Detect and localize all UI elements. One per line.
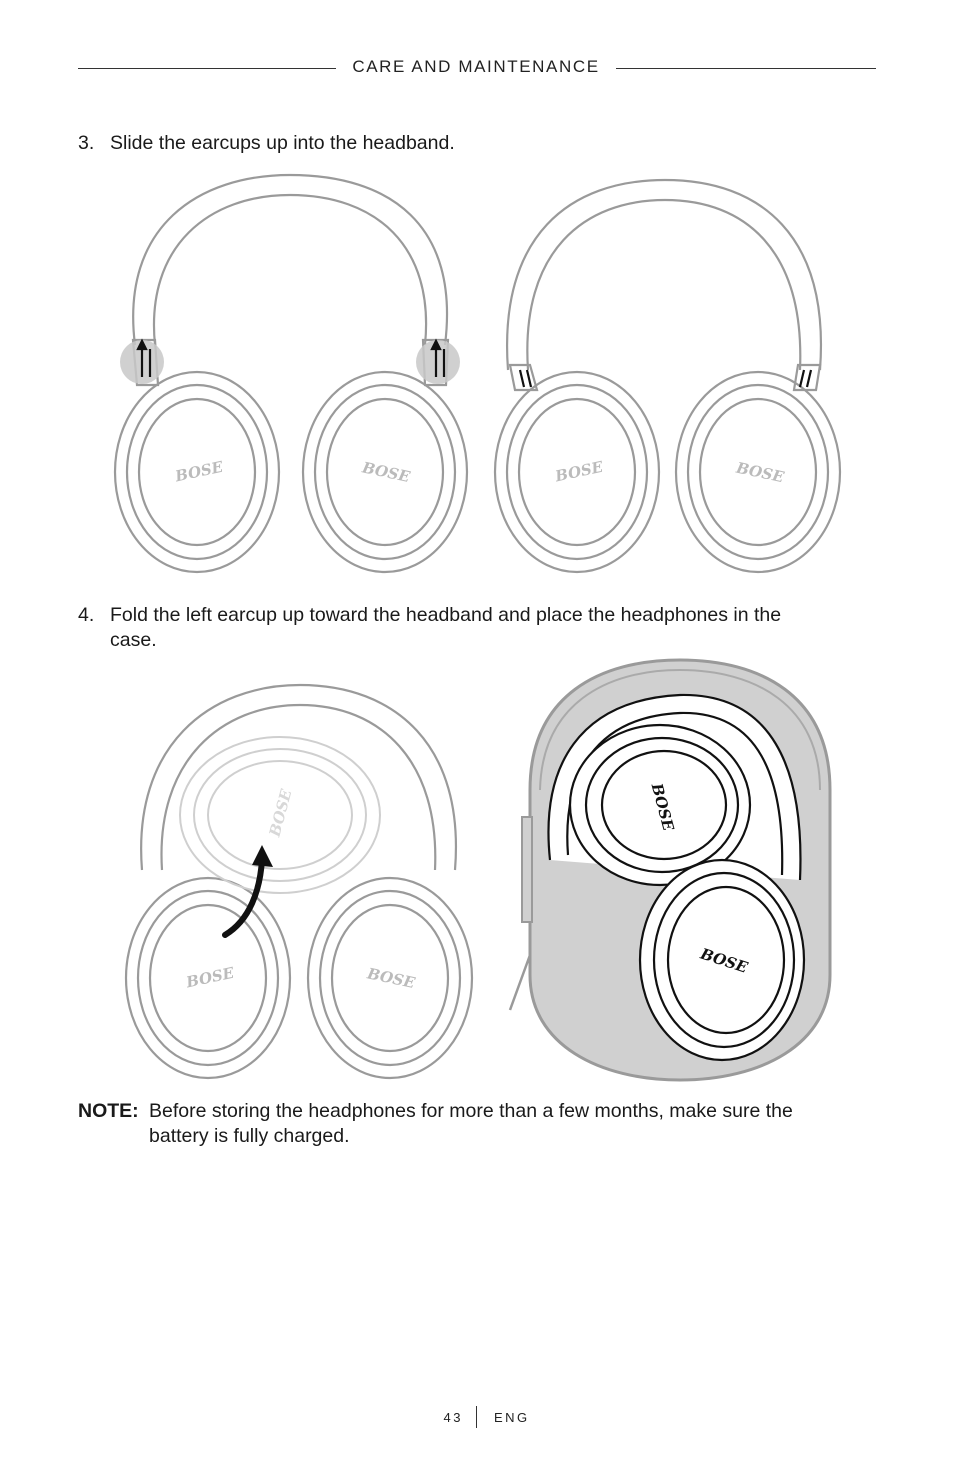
page-header: CARE AND MAINTENANCE [78, 57, 876, 81]
header-rule-right [616, 68, 876, 69]
bose-logo: BOSE [265, 787, 295, 840]
illustration-earcups-slide-up: BOSE BOSE BOSE BOSE [113, 173, 842, 574]
header-rule-left [78, 68, 336, 69]
bose-logo: BOSE [365, 964, 418, 992]
step-number: 3. [78, 132, 95, 154]
bose-logo: BOSE [734, 458, 787, 486]
page-footer: 43 ENG [0, 1406, 954, 1430]
illustration-fold-and-case: BOSE BOSE BOSE BOSE BOSE [124, 658, 832, 1082]
step-text: Fold the left earcup up toward the headb… [110, 604, 782, 651]
footer-separator [476, 1406, 477, 1428]
highlight-right-slider [416, 340, 460, 384]
section-title: CARE AND MAINTENANCE [352, 57, 600, 76]
step-number: 4. [78, 604, 95, 626]
note-text: Before storing the headphones for more t… [149, 1100, 793, 1147]
bose-logo: BOSE [360, 458, 413, 486]
bose-logo: BOSE [184, 964, 237, 992]
step-text: Slide the earcups up into the headband. [110, 132, 455, 154]
language-code: ENG [494, 1410, 530, 1425]
bose-logo: BOSE [173, 458, 226, 486]
fold-arrow-icon [222, 857, 265, 938]
page-number: 43 [443, 1410, 463, 1425]
bose-logo: BOSE [553, 458, 606, 486]
note-label: NOTE: [78, 1100, 139, 1122]
